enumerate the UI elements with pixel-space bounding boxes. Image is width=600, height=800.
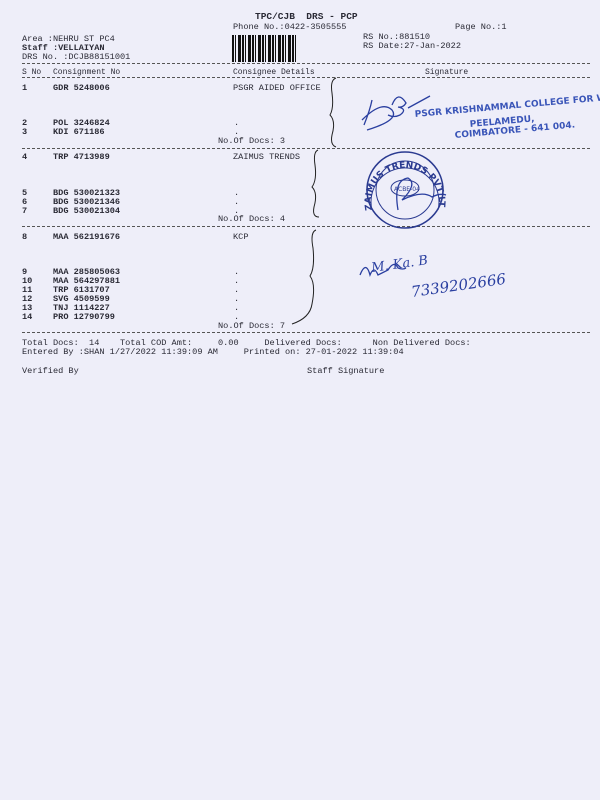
page-number: Page No.:1 [455, 22, 507, 32]
phone-number: Phone No.:0422-3505555 [233, 22, 347, 32]
staff-signature-label: Staff Signature [307, 366, 385, 376]
row-sno: 8 [22, 232, 28, 242]
row-dot: . [234, 294, 240, 304]
row-consignment-no: GDR 5248006 [53, 83, 110, 93]
document-title: TPC/CJB DRS - PCP [255, 11, 358, 22]
handwritten-name: M. Ka. B [369, 253, 428, 276]
row-sno: 3 [22, 127, 28, 137]
row-sno: 1 [22, 83, 28, 93]
handwritten-signature [359, 95, 447, 278]
docs-count: No.Of Docs: 7 [218, 321, 286, 331]
row-consignment-no: BDG 530021346 [53, 197, 121, 207]
entered-by: Entered By :SHAN 1/27/2022 11:39:09 AM P… [22, 347, 404, 357]
row-sno: 13 [22, 303, 33, 313]
row-consignment-no: MAA 562191676 [53, 232, 121, 242]
row-consignment-no: BDG 530021304 [53, 206, 121, 216]
row-sno: 10 [22, 276, 33, 286]
col-sno: S No [22, 68, 42, 77]
row-consignment-no: MAA 564297881 [53, 276, 121, 286]
divider [22, 77, 590, 78]
row-consignment-no: MAA 285805063 [53, 267, 121, 277]
row-sno: 7 [22, 206, 28, 216]
row-consignment-no: TRP 6131707 [53, 285, 110, 295]
handwritten-phone: 7339202666 [410, 270, 507, 301]
col-consignee: Consignee Details [233, 68, 315, 77]
divider [22, 148, 590, 149]
row-consignment-no: POL 3246824 [53, 118, 110, 128]
stamp-inner-text: ACBE-04 [394, 186, 420, 193]
brace [329, 77, 337, 148]
row-consignment-no: TNJ 1114227 [53, 303, 110, 313]
row-dot: . [234, 197, 240, 207]
college-stamp-line: PSGR KRISHNAMMAL COLLEGE FOR WOMEN [414, 91, 600, 120]
row-dot: . [234, 206, 240, 216]
col-consignment: Consignment No [53, 68, 121, 77]
row-dot: . [234, 312, 240, 322]
row-sno: 6 [22, 197, 28, 207]
row-sno: 5 [22, 188, 28, 198]
divider [22, 63, 590, 64]
col-signature: Signature [425, 68, 469, 77]
verified-by: Verified By [22, 366, 79, 376]
consignee-name: PSGR AIDED OFFICE [233, 83, 321, 93]
docs-count: No.Of Docs: 4 [218, 214, 286, 224]
stamp-ring-text: ZAIMUS TRENDS PVT LTD. [0, 0, 446, 211]
row-sno: 11 [22, 285, 33, 295]
row-sno: 12 [22, 294, 33, 304]
row-dot: . [234, 127, 240, 137]
zaimus-stamp: ACBE-04 ZAIMUS TRENDS PVT LTD. [0, 0, 446, 229]
row-dot: . [234, 285, 240, 295]
divider [22, 226, 590, 227]
row-consignment-no: TRP 4713989 [53, 152, 110, 162]
consignee-name: ZAIMUS TRENDS [233, 152, 301, 162]
row-sno: 4 [22, 152, 28, 162]
row-dot: . [234, 118, 240, 128]
consignee-name: KCP [233, 232, 249, 242]
row-sno: 14 [22, 312, 33, 322]
row-dot: . [234, 303, 240, 313]
drs-number: DRS No. :DCJB88151001 [22, 52, 131, 62]
rs-date: RS Date:27-Jan-2022 [363, 41, 461, 51]
row-consignment-no: KDI 671186 [53, 127, 105, 137]
row-consignment-no: PRO 12790799 [53, 312, 115, 322]
row-dot: . [234, 276, 240, 286]
staff: Staff :VELLAIYAN [22, 43, 105, 53]
divider [22, 332, 590, 333]
barcode [232, 35, 296, 62]
row-dot: . [234, 267, 240, 277]
docs-count: No.Of Docs: 3 [218, 136, 286, 146]
row-sno: 9 [22, 267, 28, 277]
area: Area :NEHRU ST PC4 [22, 34, 115, 44]
rs-number: RS No.:881510 [363, 32, 431, 42]
row-consignment-no: SVG 4509599 [53, 294, 110, 304]
row-consignment-no: BDG 530021323 [53, 188, 121, 198]
brace [291, 229, 317, 325]
row-dot: . [234, 188, 240, 198]
brace [311, 149, 320, 218]
svg-text:ZAIMUS TRENDS PVT LTD.: ZAIMUS TRENDS PVT LTD. [0, 0, 446, 211]
totals-line: Total Docs: 14 Total COD Amt: 0.00 Deliv… [22, 338, 471, 348]
row-sno: 2 [22, 118, 28, 128]
